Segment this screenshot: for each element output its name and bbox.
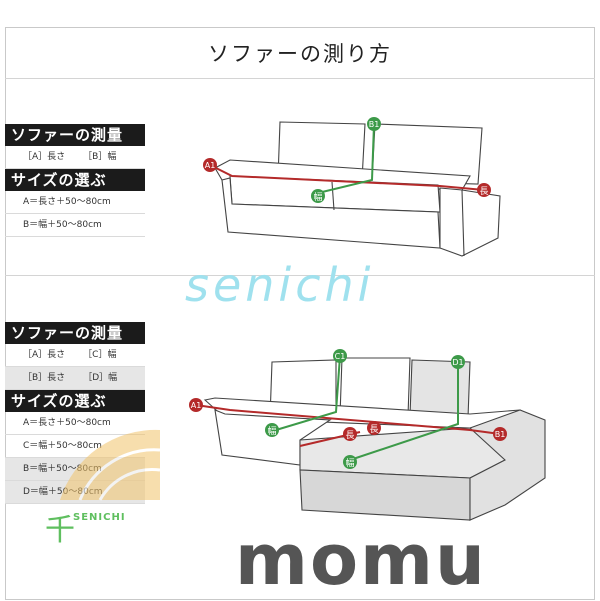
marker-b1-label: B1 <box>495 430 506 439</box>
logo-text: SENICHI <box>73 512 126 523</box>
sofa2-chaise-cushion <box>299 427 506 479</box>
marker-c1-label: C1 <box>335 352 346 361</box>
size-header: サイズの選ぶ <box>5 390 145 412</box>
marker-width <box>343 455 357 469</box>
measure-item-a: ［A］長さ <box>23 350 66 360</box>
measure-row: ［A］長さ ［C］幅 <box>5 344 145 367</box>
marker-b1-label: B1 <box>369 120 380 129</box>
sofa1-seat-split <box>331 181 335 211</box>
sofa2-width-d-line <box>349 362 459 461</box>
section1-panel: ソファーの測量 ［A］長さ ［B］幅 サイズの選ぶ A＝長さ＋50～80cm B… <box>5 124 145 237</box>
section-divider <box>5 275 595 276</box>
measure-item-d: ［D］幅 <box>83 373 118 383</box>
logo-mark: 千 <box>45 513 75 548</box>
sofa1-arm-edge <box>461 189 465 257</box>
measure-item-b: ［B］長さ <box>23 373 66 383</box>
sofa2-chaise-base <box>299 469 471 521</box>
watermark-text: senichi <box>185 258 375 312</box>
marker-length <box>367 421 381 435</box>
corner-sofa-illustration <box>203 357 546 521</box>
size-item-b: B＝幅＋50～80cm <box>5 214 145 237</box>
measure-item-a: ［A］長さ <box>23 152 66 162</box>
brand-logo: momu <box>235 519 487 601</box>
sofa1-length-line <box>209 164 485 191</box>
sofa2-length-line <box>195 404 501 435</box>
page-title: ソファーの測り方 <box>5 27 595 79</box>
marker-a1 <box>189 398 203 412</box>
marker-length-label: 長 <box>479 186 488 197</box>
size-item-a: A＝長さ＋50～80cm <box>5 412 145 435</box>
marker-length <box>343 427 357 441</box>
marker-width-label: 幅 <box>267 425 276 437</box>
marker-width <box>311 189 325 203</box>
marker-a1-label: A1 <box>191 401 202 410</box>
two-seat-sofa-illustration <box>214 121 501 257</box>
marker-a1-label: A1 <box>205 161 216 170</box>
measure-row: ［A］長さ ［B］幅 <box>5 146 145 169</box>
marker-b1 <box>493 427 507 441</box>
fan-logo-icon <box>60 429 161 501</box>
size-item-a: A＝長さ＋50～80cm <box>5 191 145 214</box>
sofa2-width-c-line <box>275 355 341 431</box>
marker-d1 <box>451 355 465 369</box>
measure-header: ソファーの測量 <box>5 124 145 146</box>
size-item-c: C＝幅＋50～80cm <box>5 435 145 458</box>
sofa1-width-line <box>317 123 375 194</box>
marker-width <box>265 423 279 437</box>
marker-width-label: 幅 <box>345 457 354 469</box>
sofa1-measure-lines <box>209 123 485 194</box>
measure-item-c: ［C］幅 <box>83 350 117 360</box>
sofa2-right-arm <box>468 409 546 521</box>
marker-d1-label: D1 <box>452 358 463 367</box>
sofa1-base <box>221 177 441 249</box>
size-header: サイズの選ぶ <box>5 169 145 191</box>
marker-b1 <box>367 117 381 131</box>
marker-a1 <box>203 158 217 172</box>
marker-length-label: 長 <box>345 430 354 441</box>
sofa2-markers: A1 C1 D1 B1 幅 長 長 幅 <box>189 349 507 469</box>
marker-width-label: 幅 <box>313 191 322 203</box>
measure-header: ソファーの測量 <box>5 322 145 344</box>
sofa1-left-arm-top <box>214 159 471 191</box>
measure-item-b: ［B］幅 <box>83 152 117 162</box>
sofa2-backrest-3 <box>409 359 471 419</box>
measure-row: ［B］長さ ［D］幅 <box>5 367 145 390</box>
sofa1-right-arm <box>439 187 501 257</box>
marker-c1 <box>333 349 347 363</box>
sofa1-markers: A1 B1 長 幅 <box>203 117 491 203</box>
marker-length-label: 長 <box>369 424 378 435</box>
marker-length <box>477 183 491 197</box>
